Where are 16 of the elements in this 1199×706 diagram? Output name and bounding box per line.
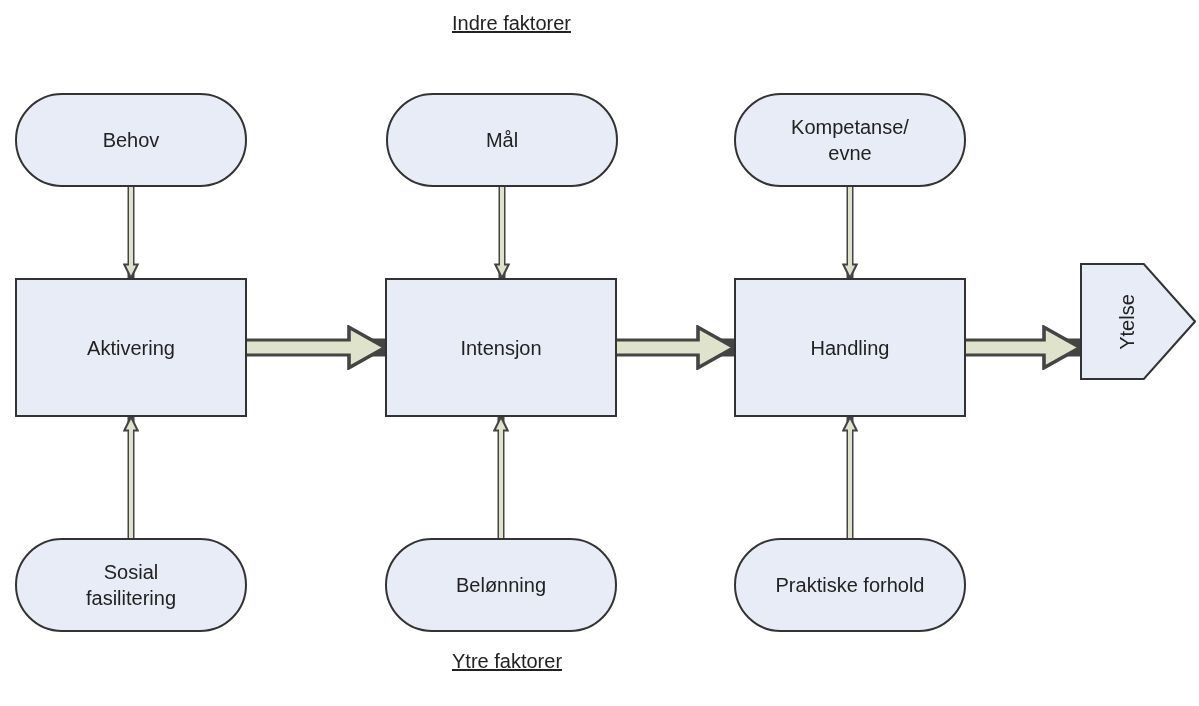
node-label: Praktiske forhold [774, 573, 926, 598]
node-label: Sosial fasilitering [84, 560, 177, 611]
node-label: Belønning [454, 573, 548, 598]
node-label: Behov [101, 128, 161, 153]
node-label: Ytelse [1115, 293, 1139, 350]
node-label: Aktivering [86, 335, 176, 361]
section-heading: Indre faktorer [452, 12, 571, 35]
node-label: Intensjon [459, 335, 543, 361]
section-heading: Ytre faktorer [452, 650, 563, 673]
node-label: Kompetanse/ evne [790, 115, 910, 166]
node-label: Mål [484, 128, 520, 153]
output-pentagon [1080, 263, 1196, 380]
process-box [15, 278, 247, 417]
node-label: Handling [809, 335, 891, 361]
process-box [385, 278, 617, 417]
process-box [734, 278, 966, 417]
